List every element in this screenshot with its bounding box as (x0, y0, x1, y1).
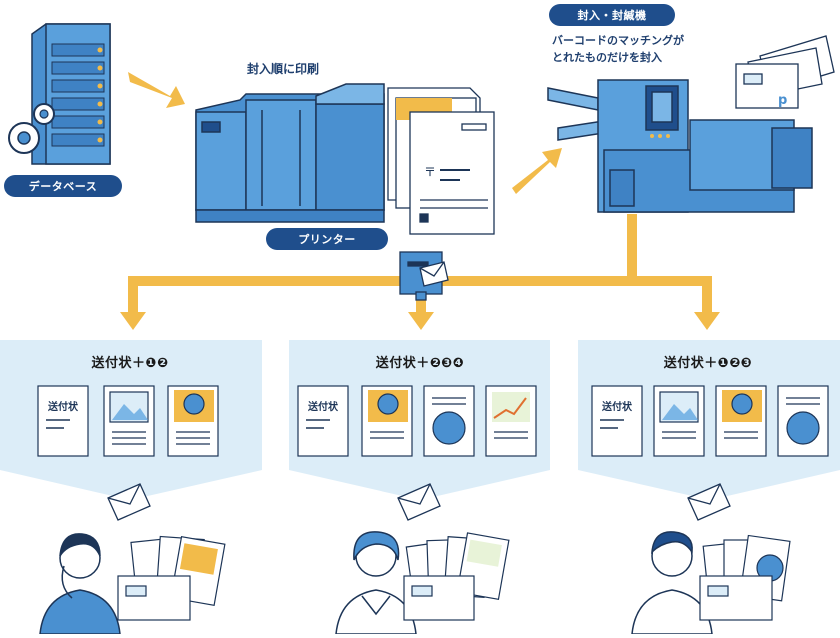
panel-left-docs (37, 385, 219, 457)
panel-right-docs (591, 385, 829, 457)
panel-center-cover-title: 送付状 (307, 400, 339, 413)
panel-center-docs (297, 385, 537, 457)
received-mail-left (117, 535, 226, 621)
panel-center-title: 送付状＋❷❸❹ (375, 356, 465, 371)
panel-left-cover-title: 送付状 (47, 400, 79, 413)
printed-pages-icon (387, 87, 495, 235)
printer-label: プリンター (266, 228, 388, 250)
inserter-label: 封入・封緘機 (549, 4, 675, 26)
page-postal-mark: 〒 (424, 165, 436, 179)
print-order-label: 封入順に印刷 (247, 62, 320, 76)
panel-right-cover-title: 送付状 (601, 400, 633, 413)
database-server-icon (8, 23, 111, 165)
output-envelopes-icon: p (735, 35, 835, 109)
printer-machine-icon (195, 83, 385, 223)
flying-envelopes (107, 483, 731, 521)
received-mail-right (699, 534, 791, 621)
inserter-machine-icon (547, 79, 813, 213)
barcode-caption-line1: バーコードのマッチングが (552, 34, 684, 47)
recipient-person-center (335, 531, 417, 635)
panel-right-bg (578, 340, 840, 500)
panel-left-title: 送付状＋❶❷ (91, 356, 169, 371)
barcode-caption-line2: とれたものだけを封入 (552, 51, 662, 64)
received-mail-center (403, 532, 510, 621)
panel-center-bg (289, 340, 550, 500)
recipient-person-left (39, 533, 121, 635)
database-label: データベース (4, 175, 122, 197)
panel-right-title: 送付状＋❶❷❸ (663, 356, 753, 371)
svg-text:p: p (778, 93, 787, 108)
mailbox-icon (399, 251, 449, 301)
